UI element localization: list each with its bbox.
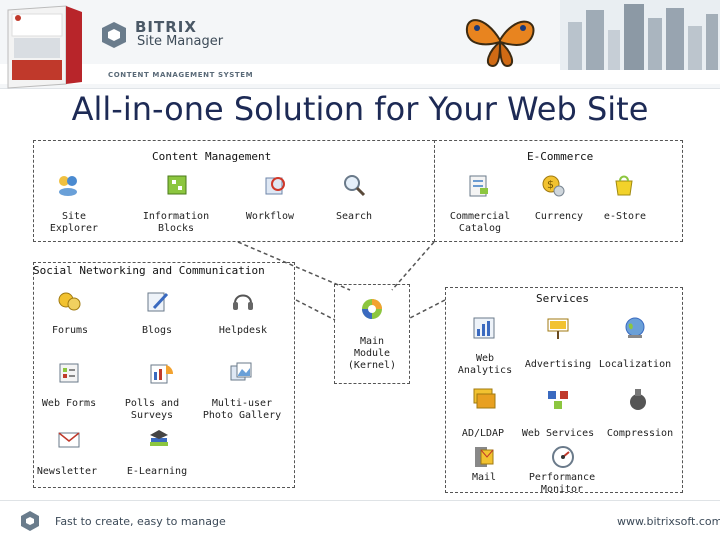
forums-icon[interactable] (56, 288, 82, 314)
cms-tagline: CONTENT MANAGEMENT SYSTEM (108, 71, 254, 79)
compression-icon[interactable] (625, 386, 651, 412)
photo-gallery-label[interactable]: Multi-user Photo Gallery (202, 398, 282, 421)
search-icon[interactable] (341, 172, 367, 198)
information-blocks-label[interactable]: Information Blocks (142, 211, 210, 234)
polls-and-surveys-icon[interactable] (148, 360, 174, 386)
main-module-label[interactable]: Main Module (Kernel) (347, 336, 397, 371)
newsletter-label[interactable]: Newsletter (36, 466, 98, 477)
commercial-catalog-label[interactable]: Commercial Catalog (449, 211, 511, 234)
ad-ldap-label[interactable]: AD/LDAP (461, 428, 505, 439)
footer-url[interactable]: www.bitrixsoft.com (617, 515, 720, 528)
site-explorer-icon[interactable] (55, 172, 81, 198)
e-store-icon[interactable] (611, 172, 637, 198)
photo-gallery-icon[interactable] (228, 360, 254, 386)
ecommerce-label: E-Commerce (527, 150, 594, 163)
bitrix-logo-icon (102, 22, 126, 48)
forums-label[interactable]: Forums (51, 325, 89, 336)
polls-and-surveys-label[interactable]: Polls and Surveys (124, 398, 180, 421)
currency-icon[interactable]: $ (540, 172, 566, 198)
ad-ldap-icon[interactable] (471, 386, 497, 412)
main-module-icon[interactable] (359, 296, 385, 322)
main-module-group (334, 284, 410, 384)
content-management-label: Content Management (152, 150, 272, 163)
product-box-image (7, 5, 82, 89)
advertising-label[interactable]: Advertising (524, 359, 592, 370)
services-label: Services (536, 292, 589, 305)
services-group (445, 287, 683, 493)
footer-divider (0, 500, 720, 501)
blogs-label[interactable]: Blogs (141, 325, 173, 336)
mail-icon[interactable] (471, 444, 497, 470)
social-networking-label: Social Networking and Communication (33, 264, 265, 277)
butterfly-icon (465, 19, 535, 68)
information-blocks-icon[interactable] (164, 172, 190, 198)
e-learning-label[interactable]: E-Learning (126, 466, 188, 477)
workflow-icon[interactable] (262, 172, 288, 198)
header-strip (0, 64, 720, 84)
brand-name: BITRIX (135, 18, 197, 36)
workflow-label[interactable]: Workflow (245, 211, 295, 222)
commercial-catalog-icon[interactable] (466, 172, 492, 198)
performance-monitor-icon[interactable] (550, 444, 576, 470)
mail-label[interactable]: Mail (471, 472, 497, 483)
compression-label[interactable]: Compression (606, 428, 674, 439)
helpdesk-label[interactable]: Helpdesk (218, 325, 268, 336)
localization-icon[interactable] (622, 315, 648, 341)
search-label[interactable]: Search (335, 211, 373, 222)
svg-text:$: $ (547, 178, 554, 191)
web-analytics-label[interactable]: Web Analytics (457, 353, 513, 376)
site-explorer-label[interactable]: Site Explorer (49, 211, 99, 234)
product-name: Site Manager (137, 34, 224, 49)
e-learning-icon[interactable] (146, 426, 172, 452)
ecommerce-group (434, 140, 683, 242)
footer-bitrix-logo-icon (21, 511, 39, 531)
web-services-icon[interactable] (545, 386, 571, 412)
e-store-label[interactable]: e-Store (603, 211, 647, 222)
currency-label[interactable]: Currency (534, 211, 584, 222)
localization-label[interactable]: Localization (598, 359, 672, 370)
web-services-label[interactable]: Web Services (521, 428, 595, 439)
web-analytics-icon[interactable] (471, 315, 497, 341)
blogs-icon[interactable] (144, 288, 170, 314)
web-forms-label[interactable]: Web Forms (41, 398, 97, 409)
performance-monitor-label[interactable]: Performance Monitor (528, 472, 596, 495)
newsletter-icon[interactable] (56, 426, 82, 452)
web-forms-icon[interactable] (56, 360, 82, 386)
helpdesk-icon[interactable] (230, 288, 256, 314)
footer-slogan: Fast to create, easy to manage (55, 515, 226, 528)
page-title: All-in-one Solution for Your Web Site (71, 90, 649, 128)
social-networking-group (33, 262, 295, 488)
city-skyline-image (560, 0, 720, 70)
advertising-icon[interactable] (545, 315, 571, 341)
